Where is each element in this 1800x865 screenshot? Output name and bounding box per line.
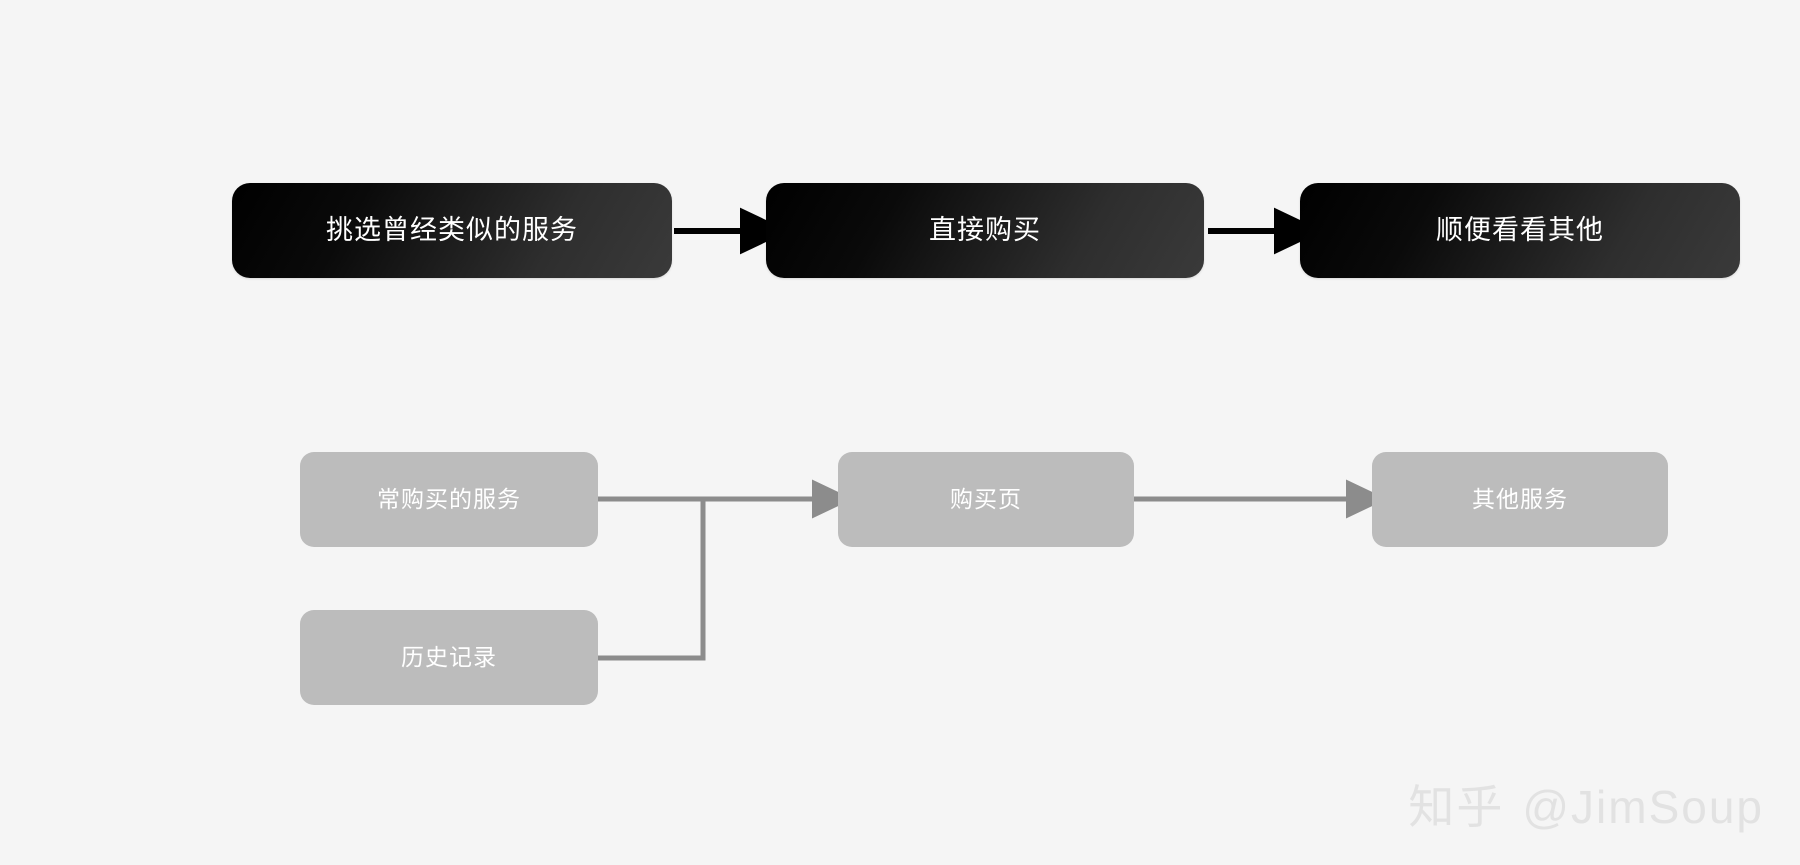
node-label: 顺便看看其他: [1436, 215, 1604, 245]
node-purchase-page[interactable]: 购买页: [838, 452, 1134, 547]
node-browse-others[interactable]: 顺便看看其他: [1300, 183, 1740, 278]
zhihu-logo-text: 知乎: [1408, 781, 1505, 833]
node-label: 常购买的服务: [377, 486, 521, 512]
node-direct-purchase[interactable]: 直接购买: [766, 183, 1204, 278]
node-label: 历史记录: [401, 644, 497, 670]
watermark-handle: @JimSoup: [1522, 781, 1764, 833]
node-label: 挑选曾经类似的服务: [326, 215, 578, 245]
node-history-record[interactable]: 历史记录: [300, 610, 598, 705]
node-label: 其他服务: [1472, 486, 1568, 512]
node-label: 直接购买: [929, 215, 1041, 245]
node-pick-similar-service[interactable]: 挑选曾经类似的服务: [232, 183, 672, 278]
edge-history-to-purchase: [598, 499, 706, 661]
node-frequently-bought-service[interactable]: 常购买的服务: [300, 452, 598, 547]
node-label: 购买页: [950, 486, 1022, 512]
node-other-services[interactable]: 其他服务: [1372, 452, 1668, 547]
watermark: 知乎 @JimSoup: [1408, 771, 1764, 837]
